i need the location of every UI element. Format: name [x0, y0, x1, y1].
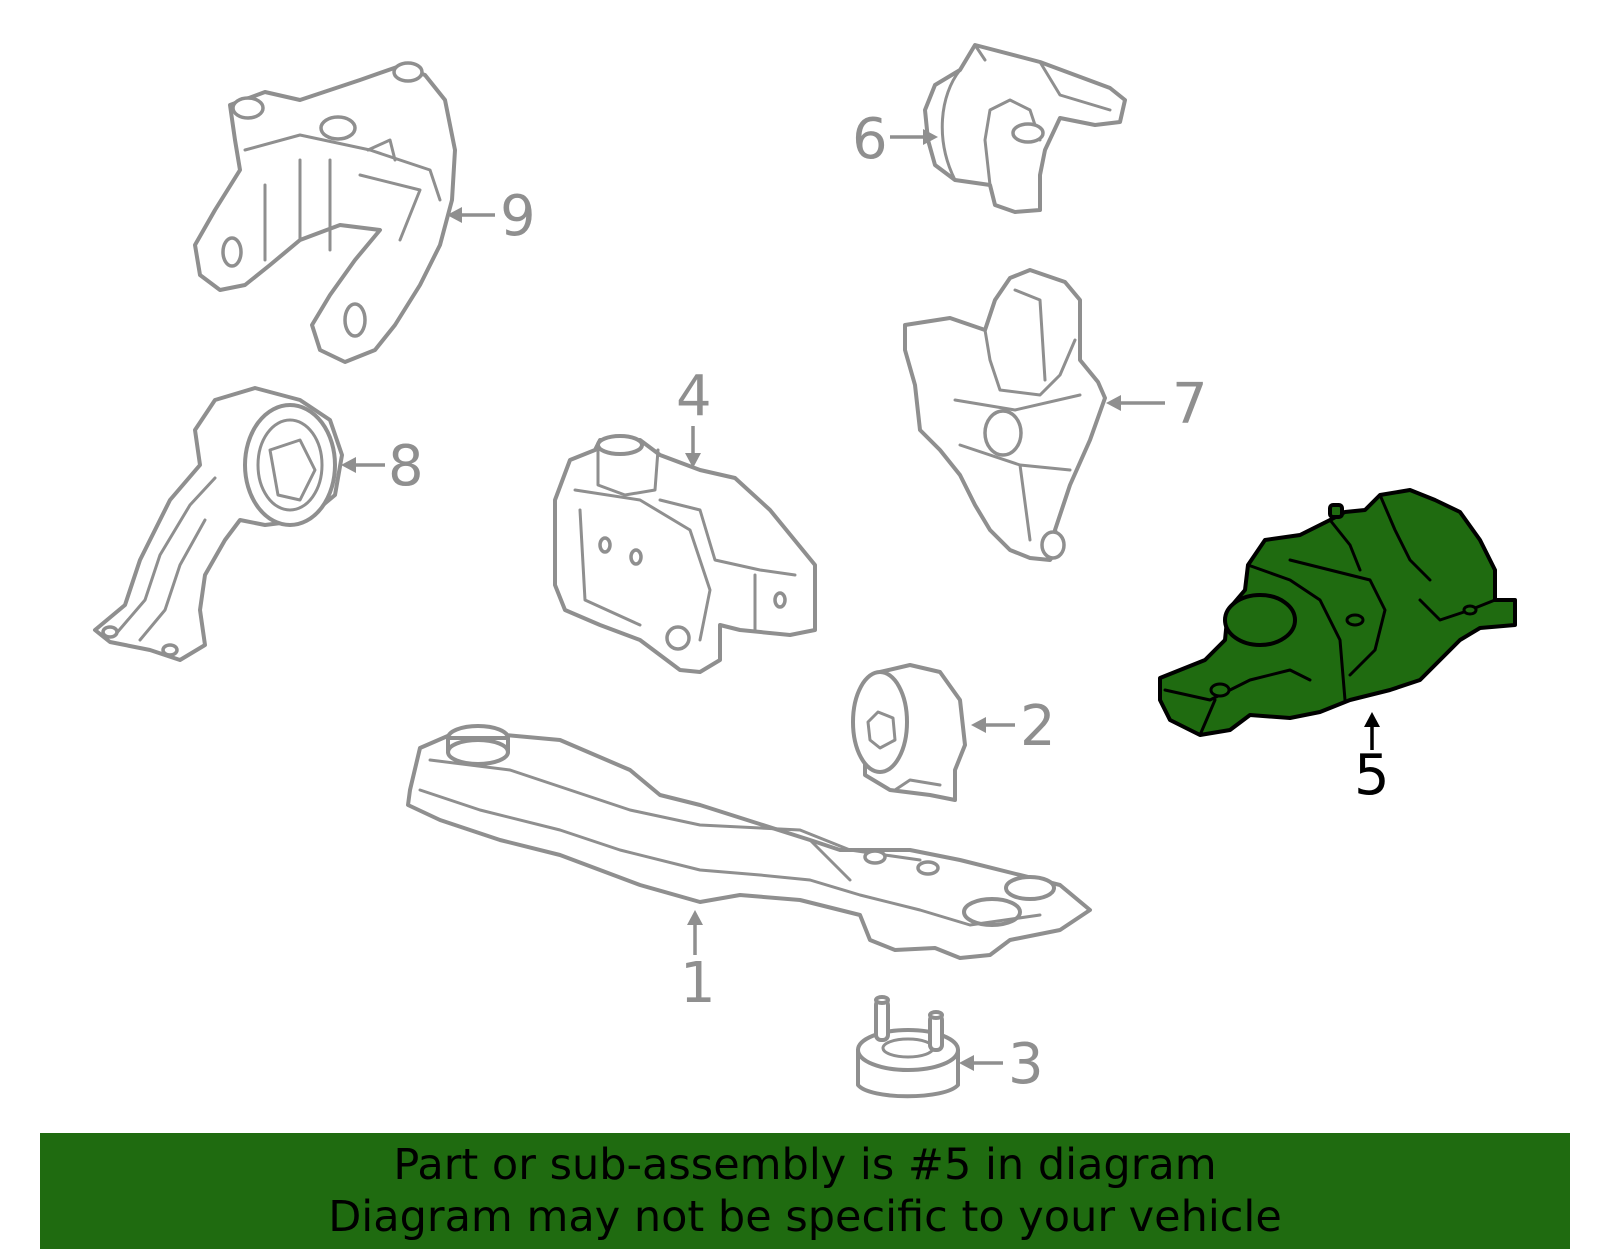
leader-3	[959, 1055, 1003, 1071]
part-1-crossmember[interactable]	[406, 724, 1092, 960]
leader-7	[1106, 395, 1165, 411]
info-banner: Part or sub-assembly is #5 in diagram Di…	[40, 1133, 1570, 1249]
part-7-bracket[interactable]	[903, 268, 1107, 562]
part-3-bushing[interactable]	[856, 995, 960, 1099]
callout-2: 2	[1020, 694, 1056, 759]
part-5-mount-highlighted[interactable]	[1158, 488, 1517, 737]
callout-8: 8	[388, 434, 424, 499]
part-8-mount[interactable]	[93, 386, 344, 662]
parts-diagram: 9 6 7 8 4 2 1 3 5	[93, 43, 1517, 1099]
callout-7: 7	[1172, 372, 1208, 437]
callout-6: 6	[852, 107, 888, 172]
leader-1	[687, 910, 703, 955]
banner-line-1: Part or sub-assembly is #5 in diagram	[393, 1140, 1217, 1190]
banner-line-2: Diagram may not be specific to your vehi…	[328, 1192, 1282, 1242]
callout-1: 1	[680, 951, 716, 1016]
callout-5: 5	[1354, 743, 1390, 808]
callout-3: 3	[1008, 1032, 1044, 1097]
part-9-bracket[interactable]	[193, 61, 457, 364]
callout-9: 9	[500, 184, 536, 249]
leader-5	[1364, 712, 1380, 750]
part-4-mount[interactable]	[553, 434, 817, 674]
leader-6	[890, 129, 938, 145]
part-2-mount[interactable]	[851, 663, 967, 802]
part-6-mount[interactable]	[923, 43, 1127, 214]
leader-8	[341, 457, 385, 473]
leader-9	[447, 207, 495, 223]
leader-2	[971, 717, 1015, 733]
callout-4: 4	[676, 364, 712, 429]
leader-4	[685, 426, 701, 468]
